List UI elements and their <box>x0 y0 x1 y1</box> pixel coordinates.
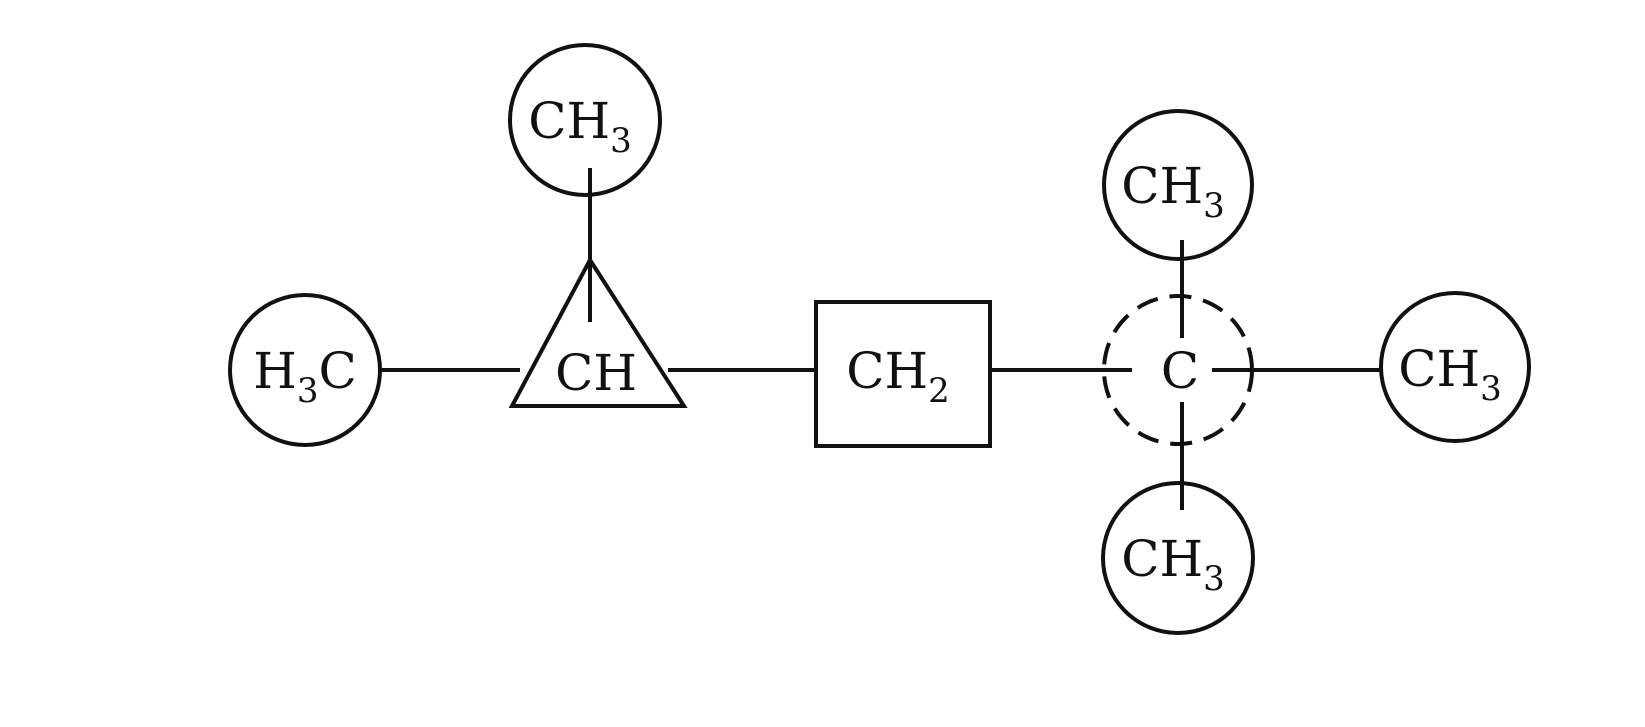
quaternary-dashed-circle <box>1102 294 1254 446</box>
methine-triangle <box>508 256 688 408</box>
methine-label: CH <box>555 344 637 402</box>
left-methyl-circle <box>228 293 382 447</box>
upper-methyl-circle <box>1102 109 1254 261</box>
bonds <box>382 168 1380 510</box>
lower-methyl-label: CH3 <box>1121 530 1225 599</box>
top-methyl-circle <box>508 43 662 197</box>
group-top-methyl: CH3 <box>508 43 662 197</box>
right-methyl-label: CH3 <box>1398 340 1502 409</box>
top-methyl-label: CH3 <box>528 92 632 161</box>
left-methyl-label: H3C <box>253 342 357 411</box>
lower-methyl-circle <box>1101 481 1255 635</box>
group-quaternary: C <box>1102 294 1254 446</box>
quaternary-label: C <box>1161 342 1199 400</box>
group-left-methyl: H3C <box>228 293 382 447</box>
group-methine: CH <box>508 256 688 408</box>
group-upper-methyl: CH3 <box>1102 109 1254 261</box>
methylene-label: CH2 <box>846 342 950 411</box>
right-methyl-circle <box>1379 291 1531 443</box>
group-lower-methyl: CH3 <box>1101 481 1255 635</box>
group-right-methyl: CH3 <box>1379 291 1531 443</box>
methylene-square <box>814 300 992 448</box>
upper-methyl-label: CH3 <box>1121 157 1225 226</box>
group-methylene: CH2 <box>814 300 992 448</box>
